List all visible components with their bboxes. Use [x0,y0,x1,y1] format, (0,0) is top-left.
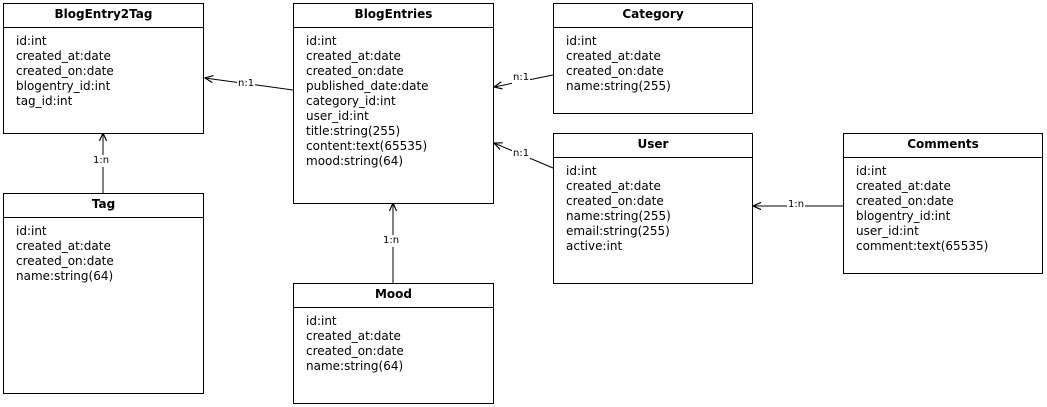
field-row: created_at:date [566,49,661,63]
entity-title: Mood [294,284,493,308]
field-row: id:int [16,224,47,238]
field-row: id:int [856,164,887,178]
entity-title: Category [554,4,752,28]
entity-title: Tag [4,194,203,218]
entity-user[interactable]: User id:int created_at:date created_on:d… [553,133,753,284]
entity-blogentries[interactable]: BlogEntries id:int created_at:date creat… [293,3,494,204]
field-row: id:int [16,34,47,48]
field-row: created_on:date [16,254,114,268]
field-row: name:string(255) [566,209,671,223]
field-row: created_on:date [306,344,404,358]
relation-label: n:1 [512,148,531,160]
entity-tag[interactable]: Tag id:int created_at:date created_on:da… [3,193,204,394]
field-row: id:int [566,34,597,48]
field-row: created_at:date [16,49,111,63]
entity-comments[interactable]: Comments id:int created_at:date created_… [843,133,1043,274]
entity-title: User [554,134,752,158]
field-row: created_on:date [306,64,404,78]
entity-title: BlogEntries [294,4,493,28]
field-row: id:int [306,34,337,48]
field-row: created_on:date [856,194,954,208]
entity-title: Comments [844,134,1042,158]
field-row: category_id:int [306,94,396,108]
field-row: user_id:int [856,224,919,238]
field-row: id:int [566,164,597,178]
relation-label: 1:n [382,235,401,247]
field-row: created_at:date [16,239,111,253]
field-row: blogentry_id:int [16,79,111,93]
field-row: email:string(255) [566,224,670,238]
field-row: mood:string(64) [306,154,404,168]
entity-mood[interactable]: Mood id:int created_at:date created_on:d… [293,283,494,404]
entity-title: BlogEntry2Tag [4,4,203,28]
field-list: id:int created_at:date created_on:date n… [554,28,752,94]
field-list: id:int created_at:date created_on:date b… [4,28,203,109]
field-row: tag_id:int [16,94,73,108]
field-row: comment:text(65535) [856,239,989,253]
field-row: created_at:date [306,49,401,63]
field-row: name:string(64) [16,269,114,283]
field-row: created_at:date [856,179,951,193]
relation-label: n:1 [512,72,531,84]
relation-label: n:1 [237,78,256,90]
field-row: active:int [566,239,623,253]
field-list: id:int created_at:date created_on:date n… [554,158,752,254]
field-row: content:text(65535) [306,139,428,153]
field-row: title:string(255) [306,124,401,138]
field-row: created_on:date [566,64,664,78]
field-list: id:int created_at:date created_on:date b… [844,158,1042,254]
entity-category[interactable]: Category id:int created_at:date created_… [553,3,753,114]
field-row: user_id:int [306,109,369,123]
relation-label: 1:n [92,155,111,167]
entity-blogentry2tag[interactable]: BlogEntry2Tag id:int created_at:date cre… [3,3,204,134]
field-list: id:int created_at:date created_on:date n… [4,218,203,284]
field-list: id:int created_at:date created_on:date p… [294,28,493,169]
field-row: created_on:date [566,194,664,208]
relation-label: 1:n [787,199,806,211]
field-row: blogentry_id:int [856,209,951,223]
field-row: id:int [306,314,337,328]
field-row: created_at:date [306,329,401,343]
field-row: name:string(64) [306,359,404,373]
field-row: created_at:date [566,179,661,193]
field-list: id:int created_at:date created_on:date n… [294,308,493,374]
field-row: published_date:date [306,79,429,93]
field-row: name:string(255) [566,79,671,93]
field-row: created_on:date [16,64,114,78]
